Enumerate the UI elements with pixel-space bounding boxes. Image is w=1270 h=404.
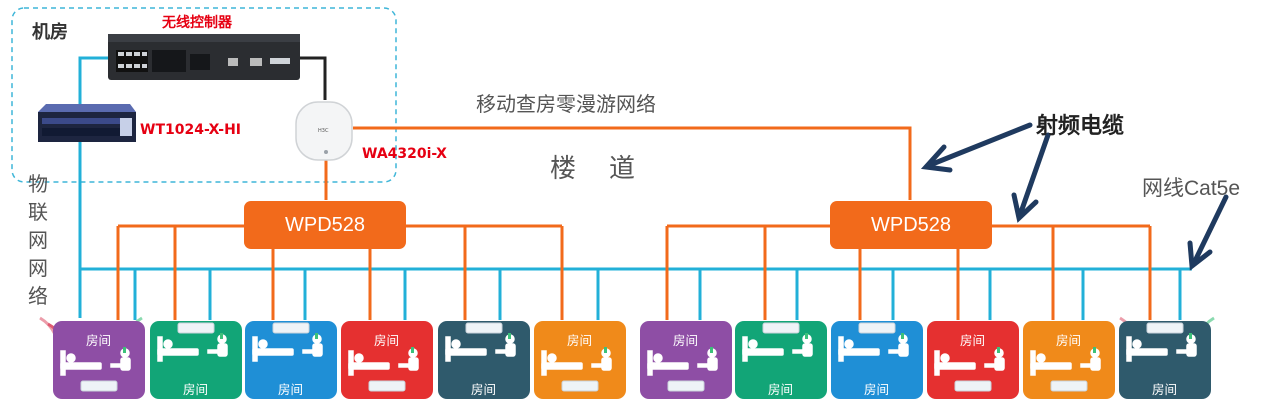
room-icons <box>541 347 612 392</box>
wireless-controller-device <box>108 34 300 80</box>
room-4: 房间 <box>341 321 433 399</box>
room-11: 房间 <box>1023 321 1115 399</box>
machine-room-boundary <box>11 7 397 183</box>
cat5e-label: 网线Cat5e <box>1142 177 1241 200</box>
room-label: 房间 <box>1056 333 1082 348</box>
room-label: 房间 <box>1152 382 1178 397</box>
room-5: 房间 <box>438 321 530 399</box>
room-icons <box>742 322 813 362</box>
annotation-arrows <box>920 122 1229 271</box>
room-label: 房间 <box>864 382 890 397</box>
rf-cable-label: 射频电缆 <box>1036 114 1125 139</box>
room-10: 房间 <box>927 321 1019 399</box>
room-icons <box>157 322 228 362</box>
room-3: 房间 <box>245 321 337 399</box>
room-icons <box>60 347 131 392</box>
iot-network-label: 物 联 网 网 络 <box>28 172 48 308</box>
wpd528-right: WPD528 <box>830 201 992 249</box>
room-12: 房间 <box>1119 321 1211 399</box>
room-icons <box>348 347 419 392</box>
room-label: 房间 <box>86 333 112 348</box>
room-7: 房间 <box>640 321 732 399</box>
wireless-controller-label: 无线控制器 <box>162 15 232 31</box>
room-icons <box>1030 347 1101 392</box>
room-icons <box>934 347 1005 392</box>
machine-room-label: 机房 <box>32 22 68 43</box>
room-2: 房间 <box>150 321 242 399</box>
room-1: 房间 <box>53 321 145 399</box>
room-label: 房间 <box>768 382 794 397</box>
wa4320i-access-point: H3C <box>295 101 353 161</box>
wt1024-label: WT1024-X-HI <box>140 122 242 138</box>
room-icons <box>647 347 718 392</box>
room-6: 房间 <box>534 321 626 399</box>
corridor-label: 楼 道 <box>550 154 636 184</box>
controller-uplink <box>300 56 327 100</box>
room-label: 房间 <box>567 333 593 348</box>
room-label: 房间 <box>471 382 497 397</box>
ap-model-label: WA4320i-X <box>362 146 447 162</box>
room-icons <box>445 322 516 362</box>
roaming-network-label: 移动查房零漫游网络 <box>476 92 656 116</box>
room-9: 房间 <box>831 321 923 399</box>
wpd528-left: WPD528 <box>244 201 406 249</box>
room-icons <box>838 322 909 362</box>
room-label: 房间 <box>183 382 209 397</box>
room-icons <box>1126 322 1197 362</box>
svg-text:H3C: H3C <box>318 128 329 134</box>
cat5e-cabling <box>78 56 1192 320</box>
room-label: 房间 <box>673 333 699 348</box>
room-icons <box>252 322 323 362</box>
room-label: 房间 <box>960 333 986 348</box>
wt1024-device <box>38 104 136 142</box>
room-8: 房间 <box>735 321 827 399</box>
room-label: 房间 <box>278 382 304 397</box>
room-label: 房间 <box>374 333 400 348</box>
